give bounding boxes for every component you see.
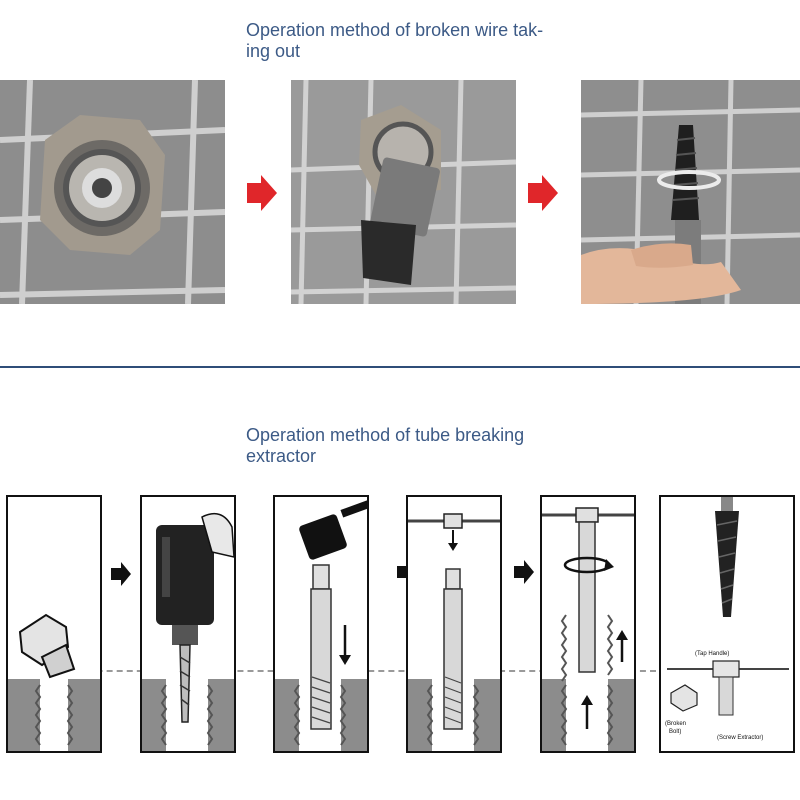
step-6-components: (Tap Handle) (Broken Bolt) (Screw Extrac… (659, 495, 795, 753)
hammer-icon (299, 499, 367, 560)
red-right-arrow-icon (528, 175, 558, 216)
black-right-arrow-icon (111, 562, 131, 591)
tube-extractor-title: Operation method of tube breaking extrac… (246, 425, 525, 466)
broken-bolt-label-line-1: (Broken (665, 721, 686, 727)
screw-extractor-label: (Screw Extractor) (717, 735, 763, 741)
power-drill-icon (156, 512, 234, 645)
photo-wire-removed (581, 80, 800, 304)
step-3-hammering (273, 495, 369, 753)
photo-extractor-inserted (291, 80, 516, 304)
tap-handle-label: (Tap Handle) (695, 651, 729, 657)
section-divider (0, 366, 800, 368)
step-1-broken-bolt (6, 495, 102, 753)
broken-bolt-label-line-2: Bolt) (669, 729, 681, 735)
rotate-arrow-icon (563, 556, 614, 574)
step-2-drilling (140, 495, 236, 753)
step-5-rotate-extract (540, 495, 636, 753)
red-right-arrow-icon (247, 175, 277, 216)
step-4-tap-handle (406, 495, 502, 753)
black-right-arrow-icon (514, 560, 534, 589)
wire-extraction-title: Operation method of broken wire tak- ing… (246, 20, 544, 61)
photo-broken-hole (0, 80, 225, 304)
